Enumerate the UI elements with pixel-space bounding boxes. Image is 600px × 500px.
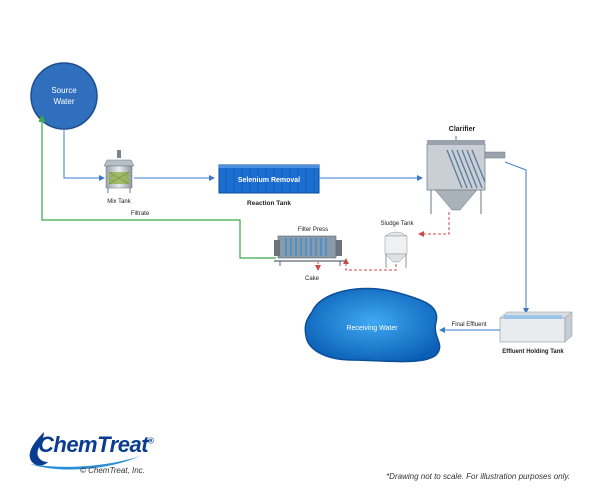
- reaction-tank-label: Reaction Tank: [247, 200, 291, 207]
- brand-logo: ChemTreat®: [38, 432, 154, 458]
- effluent-holding-tank-label: Effluent Holding Tank: [502, 349, 564, 355]
- receiving-water-label: Receiving Water: [346, 325, 398, 332]
- reaction-tank: Selenium Removal: [218, 164, 320, 194]
- flow-line-clarifier-to-effluent: [504, 161, 529, 314]
- sludge-line-clarifier-to-sludge-tank: [418, 212, 450, 237]
- source-water: Source Water: [30, 62, 98, 130]
- final-effluent-label: Final Effluent: [452, 322, 487, 328]
- sludge-line-sludge-tank-to-filter-press: [343, 258, 397, 271]
- cake-label: Cake: [305, 276, 320, 282]
- effluent-holding-tank: [499, 311, 573, 343]
- source-water-label-2: Water: [53, 97, 74, 106]
- flow-line-source-to-mix: [63, 129, 105, 181]
- sludge-tank: [384, 231, 408, 268]
- copyright-text: © ChemTreat, Inc.: [80, 466, 145, 475]
- clarifier: [426, 136, 506, 214]
- filter-press: [274, 235, 346, 266]
- clarifier-label: Clarifier: [449, 126, 476, 133]
- filtrate-label: Filtrate: [131, 211, 150, 217]
- water-drop-icon: [29, 432, 140, 470]
- brand-logo-text: ChemTreat: [38, 432, 149, 457]
- disclaimer-text: *Drawing not to scale. For illustration …: [386, 472, 570, 481]
- filter-press-label: Filter Press: [298, 227, 328, 233]
- sludge-tank-label: Sludge Tank: [381, 221, 415, 227]
- filtrate-return-line: [38, 114, 276, 259]
- mix-tank: [103, 150, 135, 193]
- selenium-removal-label: Selenium Removal: [238, 177, 300, 184]
- source-water-label-1: Source: [51, 86, 77, 95]
- brand-trademark: ®: [148, 436, 154, 446]
- mix-tank-label: Mix Tank: [107, 199, 132, 205]
- receiving-water: Receiving Water: [304, 287, 441, 363]
